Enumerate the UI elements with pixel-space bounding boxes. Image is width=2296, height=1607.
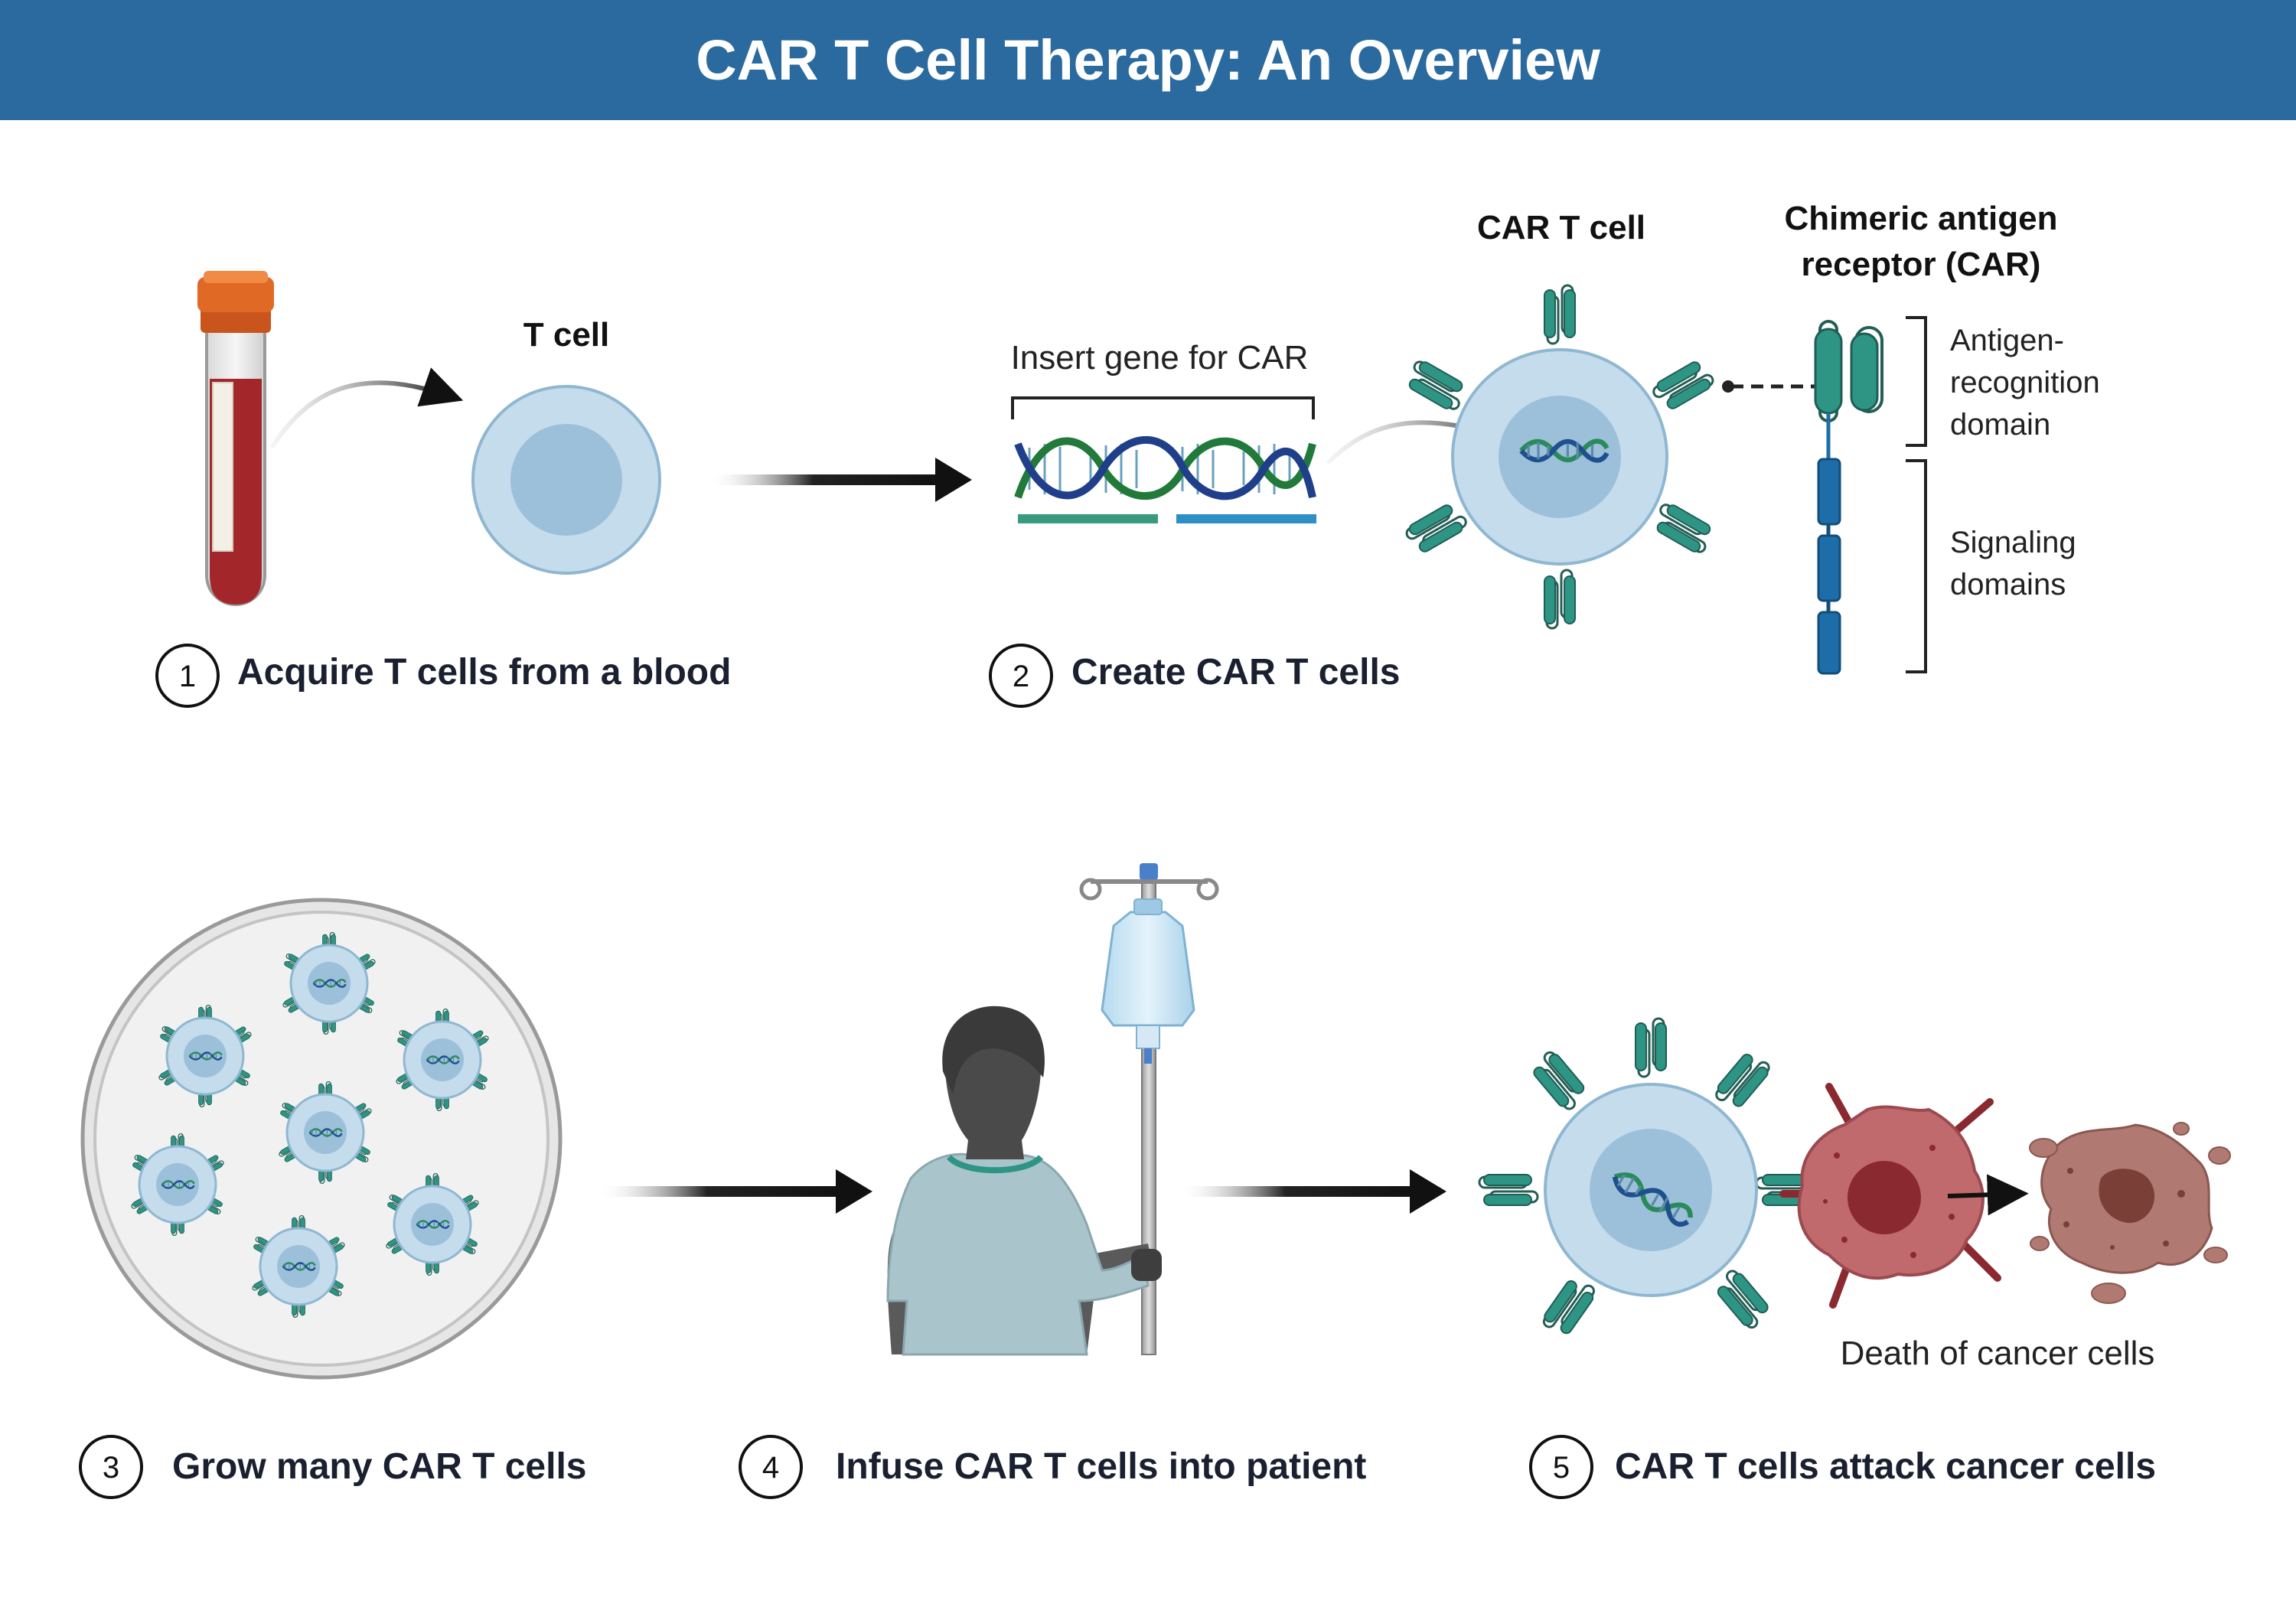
tube-to-tcell-arrow (269, 367, 464, 449)
step-3-number: 3 (103, 1451, 119, 1485)
gene-segment-green (1018, 514, 1158, 523)
car-t-cell-label: CAR T cell (1477, 209, 1645, 246)
arrow-step4-to-step5 (1179, 1169, 1446, 1214)
step-4-label: Infuse CAR T cells into patient (836, 1446, 1366, 1487)
step-1: 1 Acquire T cells from a blood (155, 644, 731, 708)
step-3-number-badge (79, 1435, 143, 1499)
step-5-label: CAR T cells attack cancer cells (1615, 1446, 2156, 1487)
car-gene-dna (1014, 435, 1316, 523)
step-4-number-badge (739, 1435, 803, 1499)
step-3: 3 Grow many CAR T cells (79, 1435, 586, 1499)
patient (886, 1006, 1162, 1356)
step-2-label: Create CAR T cells (1071, 652, 1401, 693)
antigen-line2: recognition (1950, 366, 2100, 399)
petri-dish (80, 898, 563, 1380)
step-1-number: 1 (179, 660, 196, 693)
step-1-label: Acquire T cells from a blood (237, 652, 731, 693)
step-2-number-badge (989, 644, 1053, 708)
t-cell-label: T cell (523, 316, 610, 354)
car-connector-dot (1722, 380, 1734, 393)
step-4-number: 4 (762, 1451, 779, 1485)
dead-cancer-cell (2029, 1122, 2231, 1304)
step-3-label: Grow many CAR T cells (172, 1446, 586, 1487)
antigen-line3: domain (1950, 408, 2050, 442)
insert-gene-label: Insert gene for CAR (1011, 339, 1309, 376)
arrow-step1-to-step2 (708, 458, 972, 502)
antigen-line1: Antigen- (1950, 324, 2064, 357)
gene-bracket (1011, 396, 1315, 419)
kill-arrow (1947, 1174, 2029, 1216)
step-2-number: 2 (1013, 660, 1029, 693)
antigen-bracket (1906, 316, 1927, 447)
car-t-cell-large (1402, 284, 1717, 630)
step-5-number: 5 (1553, 1451, 1570, 1485)
t-cell (471, 385, 661, 575)
car-heading-line1: Chimeric antigen (1785, 200, 2058, 237)
title-banner: CAR T Cell Therapy: An Overview (0, 0, 2296, 120)
step-5: 5 CAR T cells attack cancer cells (1529, 1435, 2156, 1499)
step-1-number-badge (155, 644, 220, 708)
signaling-line2: domains (1950, 568, 2066, 601)
blood-tube (197, 271, 274, 606)
iv-bag (1101, 911, 1195, 1027)
signaling-line1: Signaling (1950, 526, 2076, 559)
death-of-cancer-cells-label: Death of cancer cells (1841, 1335, 2155, 1372)
car-heading-line2: receptor (CAR) (1802, 246, 2041, 283)
signaling-bracket (1906, 459, 1927, 673)
arrow-step3-to-step4 (597, 1169, 872, 1214)
step-2: 2 Create CAR T cells (989, 644, 1401, 708)
car-receptor-detail (1814, 320, 1883, 675)
iv-stand (1079, 863, 1219, 1355)
step-4: 4 Infuse CAR T cells into patient (739, 1435, 1366, 1499)
step-5-number-badge (1529, 1435, 1593, 1499)
cancer-cell (1779, 1083, 2001, 1309)
page-title: CAR T Cell Therapy: An Overview (696, 28, 1600, 92)
gene-segment-blue (1176, 514, 1316, 523)
car-t-cell-attacking (1478, 1017, 1816, 1341)
banner-background (0, 0, 2296, 120)
